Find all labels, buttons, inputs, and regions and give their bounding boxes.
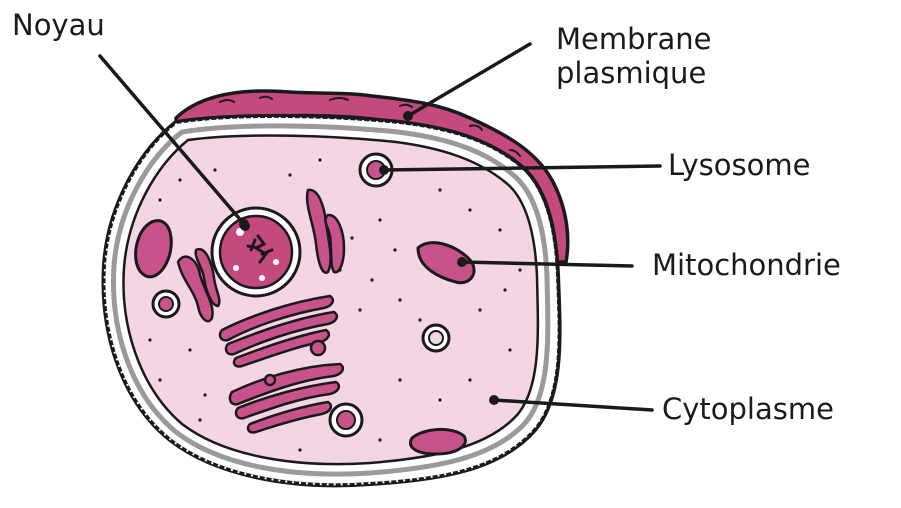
- label-membrane-line1: Membrane: [556, 22, 711, 56]
- label-cytoplasme: Cytoplasme: [662, 392, 834, 426]
- label-lysosome: Lysosome: [668, 148, 810, 182]
- label-membrane-plasmique: Membrane plasmique: [556, 22, 711, 90]
- leader-membrane: [408, 44, 530, 116]
- label-mitochondrie: Mitochondrie: [652, 248, 841, 282]
- label-membrane-line2: plasmique: [556, 56, 711, 90]
- label-noyau: Noyau: [12, 8, 105, 42]
- nucleus: [212, 208, 300, 296]
